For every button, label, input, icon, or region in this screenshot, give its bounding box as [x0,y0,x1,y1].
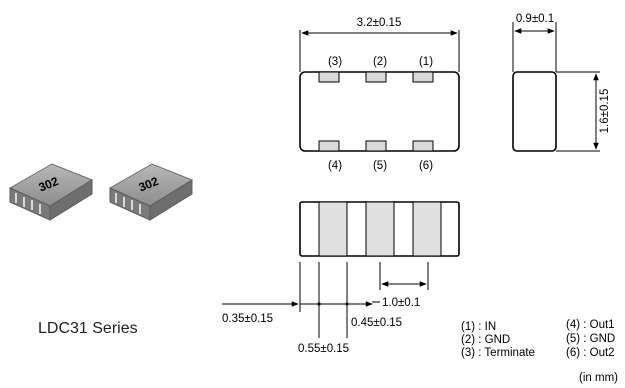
legend-right-1: (4) : Out1 [566,319,615,331]
chip-photo-right: 302 [108,163,194,221]
pin-label-6: (6) [419,160,433,172]
dim-length: 3.2±0.15 [357,17,402,29]
side-view: 0.9±0.1 1.6±0.15 [512,13,611,152]
legend-right-3: (6) : Out2 [566,347,615,359]
pad-4 [318,140,340,152]
chip-photo-left: 302 [8,163,94,221]
electrode-band-2 [365,201,395,257]
legend-right-2: (5) : GND [566,333,615,345]
series-name: LDC31 Series [38,320,138,337]
top-view: 3.2±0.15 (3) (2) (1) (4) (5) (6) [299,17,460,172]
pad-5 [365,140,387,152]
dim-end-margin: 0.35±0.15 [222,313,273,325]
pad-2 [365,71,387,83]
dim-electrode-b: 0.45±0.15 [351,317,402,329]
pad-3 [318,71,340,83]
legend-left-2: (2) : GND [461,334,510,346]
pin-label-5: (5) [373,160,387,172]
pin-legend: (1) : IN (2) : GND (3) : Terminate (4) :… [461,319,618,384]
pin-label-2: (2) [373,56,387,68]
electrode-band-1 [318,201,348,257]
pin-label-4: (4) [328,160,342,172]
top-view-body [299,71,460,152]
dim-width: 1.6±0.15 [599,89,611,134]
pad-1 [412,71,434,83]
dim-thickness: 0.9±0.1 [516,13,554,25]
unit-note: (in mm) [579,372,618,384]
dim-pitch: 1.0±0.1 [382,297,420,309]
chip-photo: 302 302 [8,163,194,221]
dim-electrode-a: 0.55±0.15 [298,343,349,355]
legend-left-1: (1) : IN [461,321,496,333]
side-view-body [512,71,557,152]
pad-6 [412,140,434,152]
legend-left-3: (3) : Terminate [461,347,535,359]
electrode-band-3 [412,201,442,257]
pin-label-1: (1) [419,56,433,68]
pin-label-3: (3) [328,56,342,68]
bottom-view: 1.0±0.1 0.35±0.15 0.55±0.15 0.45±0.15 [222,201,460,355]
